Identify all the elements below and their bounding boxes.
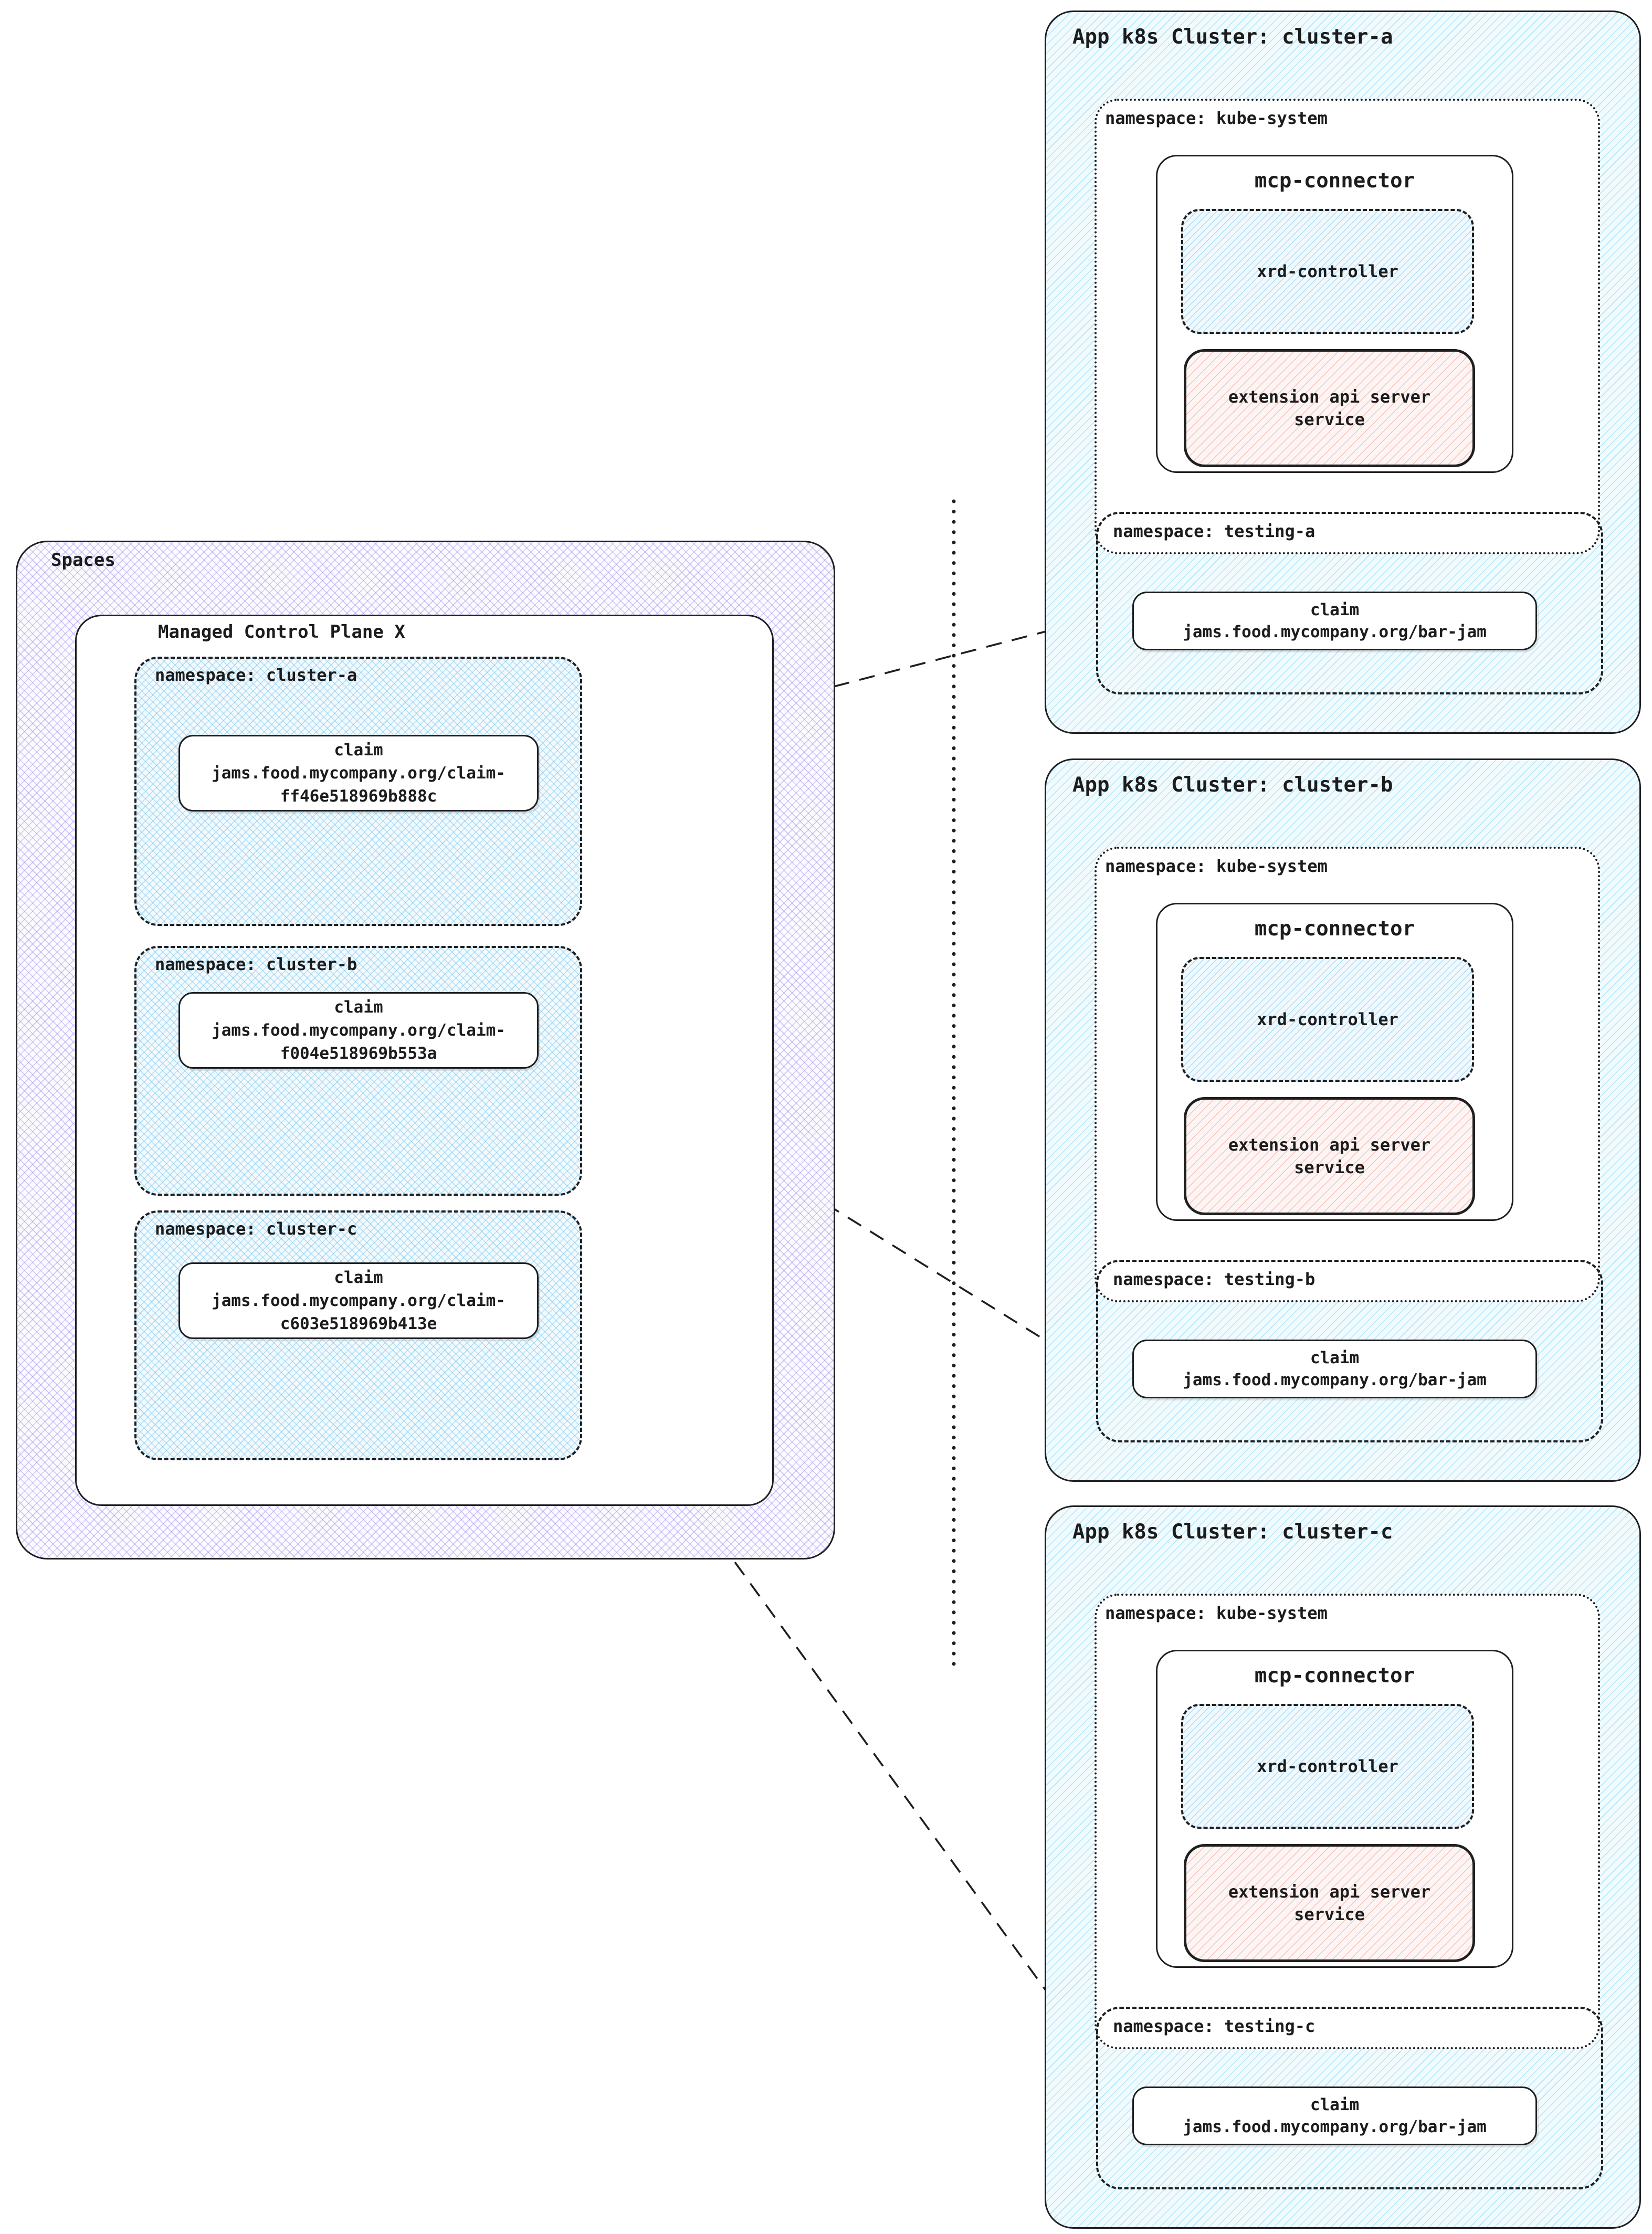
cluster-b-kube-system-label: namespace: kube-system (1105, 856, 1328, 876)
cluster-c-extension-api-server-box: extension api server service (1184, 1844, 1475, 1962)
namespace-cluster-b-label: namespace: cluster-b (155, 954, 357, 974)
cluster-b-mcp-connector-label: mcp-connector (1254, 917, 1415, 941)
cluster-c-mcp-connector-box: mcp-connector xrd-controller extension a… (1156, 1650, 1513, 1968)
xrd-controller-label: xrd-controller (1257, 1756, 1398, 1776)
claim-title: claim (334, 1268, 383, 1287)
extension-api-server-label-line2: service (1294, 1904, 1365, 1924)
cluster-a-extension-api-server-box: extension api server service (1184, 349, 1475, 467)
cluster-a-title: App k8s Cluster: cluster-a (1072, 25, 1393, 49)
cluster-a-xrd-controller-box: xrd-controller (1181, 209, 1474, 334)
namespace-cluster-b-box: namespace: cluster-b claim jams.food.myc… (134, 946, 582, 1196)
extension-api-server-label-line1: extension api server (1228, 1881, 1431, 1902)
spaces-box: Spaces Managed Control Plane X namespace… (16, 541, 835, 1559)
claim-resource-line: jams.food.mycompany.org/bar-jam (1183, 2117, 1487, 2136)
cluster-b-mcp-connector-box: mcp-connector xrd-controller extension a… (1156, 903, 1513, 1221)
cluster-a-kube-system-label: namespace: kube-system (1105, 108, 1328, 128)
claim-hash-line: f004e518969b553a (280, 1044, 437, 1063)
managed-control-plane-label: Managed Control Plane X (158, 621, 405, 642)
extension-api-server-label-line2: service (1294, 409, 1365, 429)
cluster-c-title: App k8s Cluster: cluster-c (1072, 1520, 1393, 1544)
cluster-b-testing-namespace-label: namespace: testing-b (1113, 1269, 1316, 1289)
extension-api-server-label-line2: service (1294, 1157, 1365, 1177)
spaces-label: Spaces (51, 550, 115, 571)
app-k8s-cluster-c-box: App k8s Cluster: cluster-c namespace: ku… (1045, 1505, 1641, 2229)
cluster-c-testing-namespace-label: namespace: testing-c (1113, 2016, 1316, 2036)
cluster-a-mcp-connector-label: mcp-connector (1254, 169, 1415, 193)
app-k8s-cluster-b-box: App k8s Cluster: cluster-b namespace: ku… (1045, 758, 1641, 1482)
namespace-cluster-a-label: namespace: cluster-a (155, 665, 357, 685)
claim-resource-line: jams.food.mycompany.org/claim- (212, 1291, 506, 1310)
claim-hash-line: c603e518969b413e (280, 1314, 437, 1333)
cluster-b-extension-api-server-box: extension api server service (1184, 1097, 1475, 1215)
cluster-c-kube-system-box: namespace: kube-system mcp-connector xrd… (1095, 1594, 1600, 2049)
namespace-cluster-a-box: namespace: cluster-a claim jams.food.myc… (134, 657, 582, 926)
cluster-b-xrd-controller-box: xrd-controller (1181, 957, 1474, 1082)
cluster-b-kube-system-box: namespace: kube-system mcp-connector xrd… (1095, 847, 1600, 1302)
xrd-controller-label: xrd-controller (1257, 1009, 1398, 1029)
claim-hash-line: ff46e518969b888c (280, 787, 437, 806)
cluster-b-bar-jam-claim-box: claim jams.food.mycompany.org/bar-jam (1132, 1340, 1537, 1398)
cluster-c-mcp-connector-label: mcp-connector (1254, 1664, 1415, 1688)
extension-api-server-label-line1: extension api server (1228, 386, 1431, 407)
managed-control-plane-box: Managed Control Plane X namespace: clust… (75, 615, 774, 1506)
cluster-b-testing-namespace-box: namespace: testing-b claim jams.food.myc… (1096, 1260, 1603, 1442)
claim-resource-line: jams.food.mycompany.org/bar-jam (1183, 1371, 1487, 1389)
namespace-cluster-c-label: namespace: cluster-c (155, 1219, 357, 1239)
claim-resource-line: jams.food.mycompany.org/claim- (212, 1021, 506, 1040)
extension-api-server-label-line1: extension api server (1228, 1134, 1431, 1155)
claim-cluster-c-box: claim jams.food.mycompany.org/claim- c60… (178, 1262, 539, 1339)
claim-title: claim (1310, 2095, 1360, 2114)
cluster-a-kube-system-box: namespace: kube-system mcp-connector xrd… (1095, 99, 1600, 554)
claim-title: claim (1310, 600, 1360, 619)
cluster-c-kube-system-label: namespace: kube-system (1105, 1603, 1328, 1623)
cluster-c-bar-jam-claim-box: claim jams.food.mycompany.org/bar-jam (1132, 2087, 1537, 2145)
claim-cluster-b-box: claim jams.food.mycompany.org/claim- f00… (178, 992, 539, 1069)
claim-title: claim (1310, 1348, 1360, 1367)
claim-title: claim (334, 741, 383, 760)
claim-title: claim (334, 998, 383, 1017)
cluster-a-testing-namespace-box: namespace: testing-a claim jams.food.myc… (1096, 512, 1603, 694)
cluster-c-xrd-controller-box: xrd-controller (1181, 1704, 1474, 1829)
cluster-a-testing-namespace-label: namespace: testing-a (1113, 521, 1316, 541)
xrd-controller-label: xrd-controller (1257, 261, 1398, 281)
app-k8s-cluster-a-box: App k8s Cluster: cluster-a namespace: ku… (1045, 10, 1641, 734)
claim-cluster-a-box: claim jams.food.mycompany.org/claim- ff4… (178, 735, 539, 812)
namespace-cluster-c-box: namespace: cluster-c claim jams.food.myc… (134, 1210, 582, 1460)
cluster-b-title: App k8s Cluster: cluster-b (1072, 773, 1393, 797)
cluster-a-bar-jam-claim-box: claim jams.food.mycompany.org/bar-jam (1132, 592, 1537, 650)
claim-resource-line: jams.food.mycompany.org/claim- (212, 764, 506, 783)
cluster-c-testing-namespace-box: namespace: testing-c claim jams.food.myc… (1096, 2007, 1603, 2189)
claim-resource-line: jams.food.mycompany.org/bar-jam (1183, 623, 1487, 641)
cluster-a-mcp-connector-box: mcp-connector xrd-controller extension a… (1156, 155, 1513, 473)
